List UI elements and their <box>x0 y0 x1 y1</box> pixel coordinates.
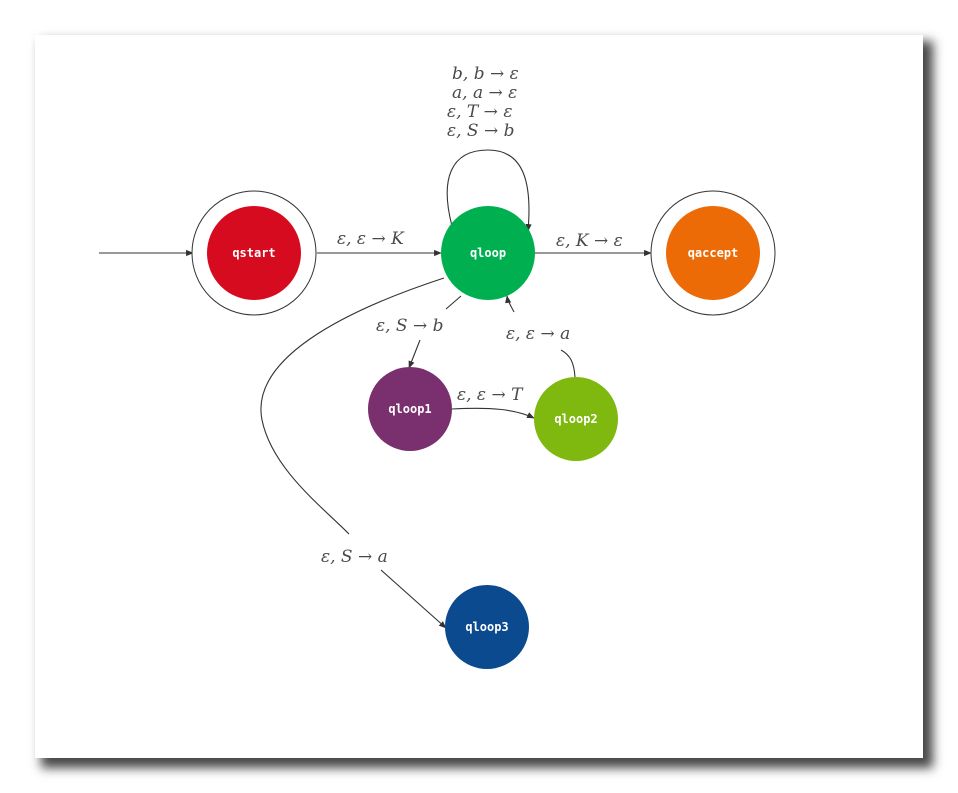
edge-loop-self <box>446 149 532 232</box>
state-qaccept: qaccept <box>650 190 776 316</box>
edge-loop1-to-loop2 <box>451 407 535 419</box>
state-qstart: qstart <box>191 190 317 316</box>
self-loop-label-1: b, b → ε <box>452 64 519 84</box>
state-qaccept-label: qaccept <box>688 246 739 260</box>
state-qloop3: qloop3 <box>445 585 529 669</box>
self-loop-label-4: ε, S → b <box>447 121 515 141</box>
loop-to-loop3-label: ε, S → a <box>321 547 388 567</box>
loop-to-loop1-label: ε, S → b <box>376 316 444 336</box>
state-qloop: qloop <box>441 206 535 300</box>
loop2-to-loop-label: ε, ε → a <box>506 324 570 344</box>
state-qloop1: qloop1 <box>368 367 452 451</box>
edge-loop2-to-loop <box>507 296 576 378</box>
self-loop-label-2: a, a → ε <box>452 83 517 103</box>
state-qloop3-label: qloop3 <box>465 620 508 634</box>
state-qloop-label: qloop <box>470 246 506 260</box>
loop-to-accept-label: ε, K → ε <box>556 231 623 251</box>
loop1-to-loop2-label: ε, ε → T <box>457 385 524 405</box>
edge-loop-to-loop1 <box>409 295 462 368</box>
state-qstart-label: qstart <box>232 246 275 260</box>
edge-loop-to-loop3 <box>260 277 446 628</box>
self-loop-label-3: ε, T → ε <box>447 102 512 122</box>
start-to-loop-label: ε, ε → K <box>337 229 405 249</box>
state-qloop2: qloop2 <box>534 377 618 461</box>
state-qloop1-label: qloop1 <box>388 402 431 416</box>
state-qloop2-label: qloop2 <box>554 412 597 426</box>
